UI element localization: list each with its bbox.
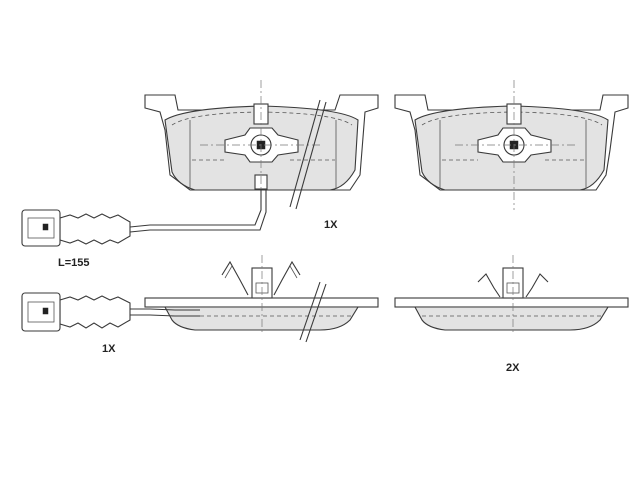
pad-front-view-with-sensor	[144, 80, 379, 210]
sensor-boot-bottom	[59, 295, 131, 329]
side-backing-left	[144, 297, 379, 308]
sensor-connector-top	[21, 209, 61, 247]
side-backing-right	[394, 297, 629, 308]
sensor-wire-top	[129, 189, 262, 228]
sensor-pin-bottom	[42, 307, 49, 315]
side-clip-left	[221, 260, 301, 296]
break-line-left-a	[289, 99, 321, 208]
side-friction-right	[414, 306, 609, 331]
sensor-connector-top-inner	[27, 217, 55, 239]
sensor-pin-top	[42, 223, 49, 231]
side-break-left-a	[299, 281, 321, 341]
sensor-length-label: L=155	[58, 257, 90, 269]
pad-front-view-plain	[394, 80, 629, 210]
sensor-boot-top	[59, 213, 131, 245]
break-line-left-b	[295, 101, 327, 210]
sensor-connector-bottom	[21, 292, 61, 332]
sensor-wire-top-b	[129, 189, 267, 233]
friction-block-left-dash	[171, 111, 353, 126]
pad-side-view-plain	[394, 255, 629, 335]
side-clip-left-inner	[224, 265, 298, 279]
qty-label-pad-with-sensor: 1X	[324, 219, 338, 231]
side-clip-right	[477, 273, 549, 298]
sensor-connector-bottom-inner	[27, 301, 55, 323]
side-break-left-b	[305, 283, 327, 343]
qty-label-side-with-sensor: 1X	[102, 343, 116, 355]
sensor-wire-bottom	[130, 308, 200, 311]
wear-sensor-top	[21, 189, 267, 247]
wear-sensor-bottom	[21, 292, 200, 332]
qty-label-pad-plain: 2X	[506, 362, 520, 374]
sensor-wire-bottom-b	[130, 314, 200, 317]
pad-side-view-with-sensor	[144, 255, 379, 343]
